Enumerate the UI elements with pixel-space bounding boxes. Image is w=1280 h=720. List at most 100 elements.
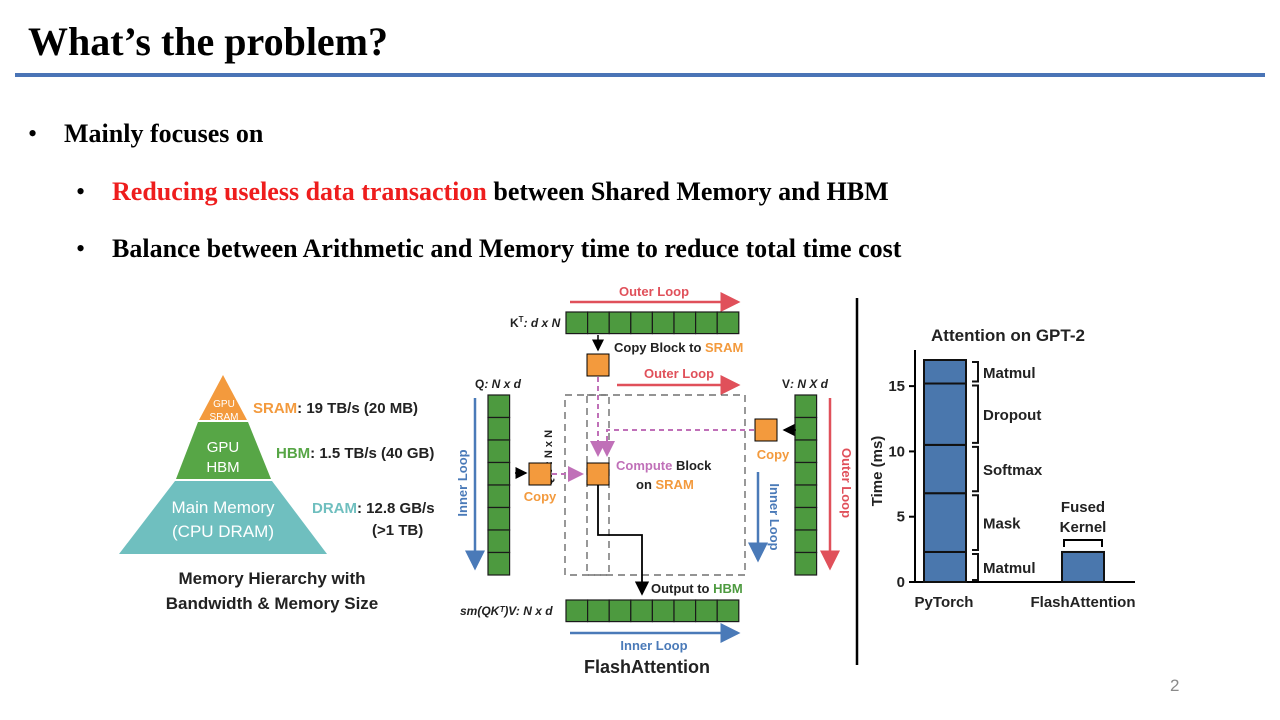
fused-kernel-bracket (1063, 539, 1103, 547)
sub-bullet-1-highlight: Reducing useless data transaction (112, 177, 487, 206)
kt-symbol: K (510, 316, 519, 330)
segment-label: Softmax (983, 462, 1043, 479)
sub-bullet-1: •Reducing useless data transaction betwe… (76, 175, 889, 209)
y-tick-label: 15 (888, 378, 905, 395)
v-cell (794, 484, 818, 509)
copy-block-sram: SRAM (705, 340, 743, 355)
kt-cell (716, 311, 740, 335)
memory-pyramid: GPU SRAM GPU HBM Main Memory (CPU DRAM) … (119, 375, 435, 613)
output-text: Output to (651, 581, 713, 596)
output-cell (716, 599, 740, 623)
sm-label: sm(QKᵀ)V: N x d (460, 604, 553, 618)
pytorch-segment-matmul (923, 550, 967, 584)
sub-bullet-2-text: Balance between Arithmetic and Memory ti… (112, 234, 902, 263)
v-symbol: V (782, 377, 790, 391)
slide-title: What’s the problem? (28, 19, 388, 64)
pytorch-segment-dropout (923, 382, 967, 446)
pyramid-top-line2: SRAM (210, 412, 239, 423)
dram-spec-value: : 12.8 GB/s (357, 500, 435, 517)
y-tick-label: 10 (888, 443, 905, 460)
sram-spec-value: : 19 TB/s (20 MB) (297, 400, 418, 417)
on-sram-word: SRAM (656, 477, 694, 492)
kt-cell (630, 311, 653, 335)
v-cell (794, 461, 818, 486)
q-sram-block (528, 462, 552, 486)
v-cell (794, 529, 818, 554)
v-sram-block (754, 418, 778, 442)
outer-loop-top-label: Outer Loop (619, 284, 689, 299)
v-cell (794, 416, 818, 441)
v-matrix-column (794, 394, 818, 576)
gpt2-attention-chart: Attention on GPT-2 Time (ms) 051015Matmu… (869, 326, 1136, 611)
output-cell (630, 599, 653, 623)
qkt-matrix-outline (564, 394, 746, 576)
y-tick-label: 5 (897, 509, 905, 526)
on-sram-label: on SRAM (636, 477, 694, 492)
compute-block-word: Block (672, 458, 712, 473)
segment-bracket (972, 494, 979, 551)
kt-cell (565, 311, 589, 335)
segment-label: Dropout (983, 407, 1041, 424)
flashattention-diagram: Outer Loop KT: d x N Copy Block to SRAM … (455, 284, 854, 677)
compute-block (586, 462, 610, 486)
bullet-dot: • (28, 119, 38, 148)
bullet-dot: • (76, 234, 86, 263)
bullet-main: •Mainly focuses on (28, 117, 263, 151)
q-cell (487, 506, 511, 531)
fused-kernel-line1: Fused (1061, 499, 1105, 516)
outer-loop-right-label: Outer Loop (839, 448, 854, 518)
q-cell (487, 461, 511, 486)
q-cell (487, 551, 511, 576)
x-tick-pytorch: PyTorch (915, 594, 974, 611)
kt-dims: : d x N (524, 316, 561, 330)
kt-sram-block (586, 353, 610, 377)
v-cell (794, 394, 818, 419)
page-number: 2 (1170, 676, 1180, 695)
q-cell (487, 529, 511, 554)
copy-left-label: Copy (524, 489, 557, 504)
output-label: Output to HBM (651, 581, 743, 596)
sub-bullet-1-text: between Shared Memory and HBM (486, 177, 889, 206)
segment-bracket (972, 552, 979, 581)
chart-title: Attention on GPT-2 (931, 326, 1085, 345)
segment-bracket (972, 384, 979, 444)
pyramid-caption-line1: Memory Hierarchy with (178, 569, 365, 588)
dram-spec-name: DRAM (312, 500, 357, 517)
dram-spec: DRAM: 12.8 GB/s (312, 500, 435, 517)
segment-label: Mask (983, 516, 1021, 533)
output-cell (565, 599, 589, 623)
pyramid-top-line1: GPU (213, 399, 235, 410)
q-label: Q: N x d (475, 377, 522, 391)
kt-cell (586, 311, 610, 335)
output-arrow (597, 485, 650, 596)
kt-cell (608, 311, 632, 335)
output-matrix-row (565, 599, 740, 623)
q-cell (487, 416, 511, 441)
v-label: V: N X d (782, 377, 829, 391)
pytorch-segment-softmax (923, 443, 967, 495)
copy-block-label: Copy Block to SRAM (614, 340, 743, 355)
pyramid-sram-tier (199, 375, 247, 420)
pyramid-hbm-tier (176, 422, 271, 479)
copy-right-label: Copy (757, 447, 790, 462)
sub-bullet-2: • Balance between Arithmetic and Memory t… (76, 232, 901, 266)
output-hbm: HBM (713, 581, 743, 596)
inner-loop-bottom-label: Inner Loop (620, 638, 687, 653)
x-tick-flashattention: FlashAttention (1031, 594, 1136, 611)
dram-spec-size: (>1 TB) (372, 522, 423, 539)
outer-loop-mid-label: Outer Loop (644, 366, 714, 381)
kt-cell (651, 311, 675, 335)
pyramid-bot-line1: Main Memory (172, 498, 275, 517)
segment-bracket (972, 445, 979, 493)
output-cell (586, 599, 610, 623)
v-to-compute-flow (599, 429, 754, 457)
segment-bracket (972, 361, 979, 383)
pyramid-mid-line1: GPU (207, 439, 240, 456)
pytorch-segment-matmul (923, 359, 967, 385)
kt-cell (673, 311, 697, 335)
pyramid-mid-line2: HBM (206, 459, 239, 476)
q-symbol: Q (475, 377, 484, 391)
q-matrix-column (487, 394, 511, 576)
flashattention-caption: FlashAttention (584, 657, 710, 677)
